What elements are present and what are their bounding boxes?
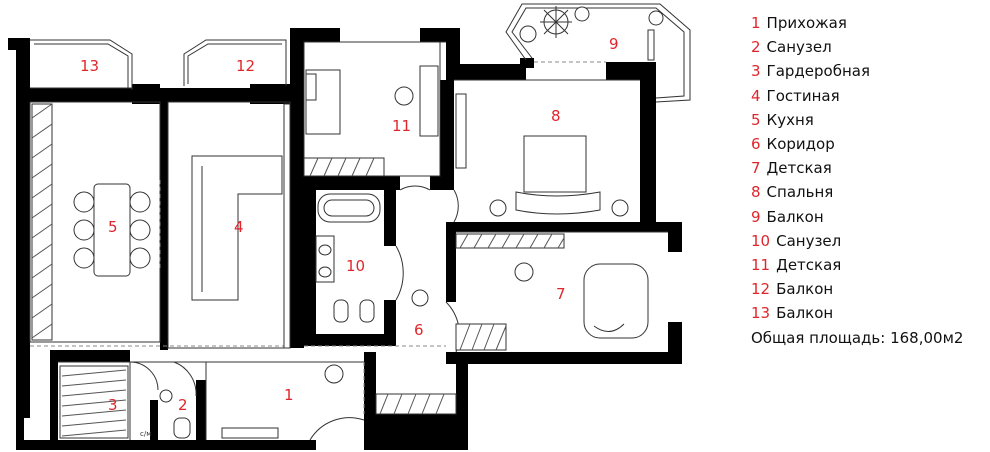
- legend-number: 10: [751, 231, 771, 250]
- legend-name: Прихожая: [766, 14, 847, 32]
- legend-number: 13: [751, 304, 771, 323]
- room-label-3: 3: [108, 396, 118, 414]
- legend-item: 11 Детская: [751, 253, 963, 277]
- walls: [8, 28, 682, 450]
- wardrobes: [31, 103, 565, 439]
- legend-name: Балкон: [776, 280, 834, 299]
- legend-number: 7: [751, 159, 761, 178]
- legend-name: Санузел: [776, 231, 842, 250]
- interior-lines: [29, 41, 668, 441]
- washer-label: с/м: [140, 430, 152, 438]
- legend-number: 6: [751, 134, 761, 153]
- plants: [519, 6, 664, 61]
- legend-number: 5: [751, 110, 761, 129]
- legend-name: Детская: [776, 255, 842, 274]
- total-area: Общая площадь: 168,00м2: [751, 329, 964, 348]
- legend-item: 12 Балкон: [751, 277, 963, 301]
- room-label-4: 4: [234, 218, 244, 236]
- room-label-2: 2: [178, 396, 188, 414]
- legend-name: Спальня: [766, 183, 834, 202]
- legend-name: Гостиная: [766, 86, 840, 105]
- room-label-12: 12: [236, 57, 255, 75]
- legend-item: 4 Гостиная: [751, 84, 963, 108]
- room-label-10: 10: [346, 257, 365, 275]
- legend-item: 8 Спальня: [751, 180, 963, 204]
- legend-name: Балкон: [776, 304, 834, 323]
- legend-item: 13 Балкон: [751, 301, 963, 325]
- floor-plan: 13 12 9 11 8 5 4 10 7 6 1 2 3 с/м: [8, 3, 691, 450]
- room-label-7: 7: [556, 285, 566, 303]
- legend-item: 5 Кухня: [751, 108, 963, 132]
- legend-item: 9 Балкон: [751, 205, 963, 229]
- legend-item: 1 Прихожая: [751, 11, 963, 35]
- legend-name: Детская: [766, 159, 832, 178]
- room-label-8: 8: [551, 107, 561, 125]
- legend-name: Санузел: [766, 38, 832, 57]
- room-label-1: 1: [284, 386, 294, 404]
- legend-number: 11: [751, 255, 771, 274]
- legend-item: 2 Санузел: [751, 35, 963, 59]
- room-label-9: 9: [609, 35, 619, 53]
- room-numbers: 13 12 9 11 8 5 4 10 7 6 1 2 3 с/м: [80, 35, 619, 438]
- legend-item: 10 Санузел: [751, 229, 963, 253]
- legend-number: 3: [751, 62, 761, 81]
- legend-item: 7 Детская: [751, 156, 963, 180]
- legend-name: Коридор: [766, 134, 835, 153]
- balconies: [30, 3, 691, 103]
- legend-number: 2: [751, 38, 761, 57]
- legend-item: 6 Коридор: [751, 132, 963, 156]
- room-label-5: 5: [108, 218, 118, 236]
- room-label-11: 11: [392, 117, 411, 135]
- legend-name: Кухня: [766, 110, 814, 129]
- furniture: [73, 65, 649, 439]
- room-label-13: 13: [80, 57, 99, 75]
- legend-name: Балкон: [766, 207, 824, 226]
- legend-number: 1: [751, 14, 761, 32]
- legend-name: Гардеробная: [766, 62, 870, 81]
- legend-number: 8: [751, 183, 761, 202]
- legend-item: 3 Гардеробная: [751, 59, 963, 83]
- legend-number: 9: [751, 207, 761, 226]
- legend-number: 4: [751, 86, 761, 105]
- room-label-6: 6: [414, 321, 424, 339]
- legend-number: 12: [751, 280, 771, 299]
